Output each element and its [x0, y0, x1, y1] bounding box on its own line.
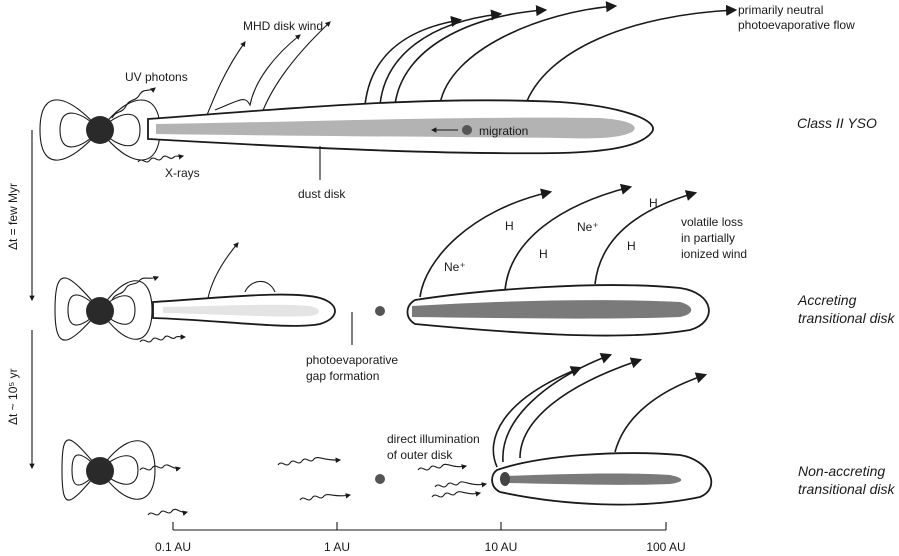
class2-dust-layer — [156, 117, 635, 139]
outer-dust-layer — [412, 300, 692, 319]
star-icon — [86, 457, 114, 485]
gap-planet-icon — [375, 306, 385, 316]
migration-label: migration — [479, 124, 528, 138]
stellar-photon-arrow — [139, 464, 182, 472]
timeline-dt2: Δt ~ 10⁵ yr — [6, 368, 20, 425]
axis-tick-label: 10 AU — [485, 540, 518, 554]
neutral-flow-arrows — [364, 1, 738, 107]
gap-label-2: gap formation — [306, 369, 379, 383]
illum-label-1: direct illumination — [387, 432, 480, 446]
inner-disk-bump — [244, 280, 276, 293]
gap-planet-icon-2 — [375, 474, 385, 484]
axis-tick-label: 1 AU — [324, 540, 350, 554]
timeline: Δt = few Myr Δt ~ 10⁵ yr — [6, 130, 35, 470]
ion-h-1: H — [505, 219, 514, 233]
xrays-label: X-rays — [165, 166, 200, 180]
xray-arrow-2 — [139, 334, 187, 343]
ion-h-4: H — [649, 196, 658, 210]
mhd-wind-label: MHD disk wind — [243, 19, 323, 33]
uv-photons-label: UV photons — [125, 70, 188, 84]
volatile-label-1: volatile loss — [681, 215, 743, 229]
axis-tick-label: 100 AU — [646, 540, 685, 554]
timeline-dt1: Δt = few Myr — [6, 183, 20, 250]
magnetosphere-loops-3 — [61, 439, 156, 501]
ion-ne-2: Ne⁺ — [577, 220, 599, 234]
disk-rim — [500, 472, 510, 486]
stage-nonaccreting-2: transitional disk — [798, 481, 895, 497]
ion-h-3: H — [627, 239, 636, 253]
ion-ne-1: Ne⁺ — [444, 260, 466, 274]
nonaccreting-panel: direct illumination of outer disk Non-ac… — [61, 352, 895, 516]
stage-nonaccreting-1: Non-accreting — [798, 463, 885, 479]
star-icon — [86, 297, 114, 325]
rim-wind-arrows — [492, 352, 708, 468]
free-photon-arrows — [277, 457, 488, 501]
illum-label-2: of outer disk — [387, 448, 453, 462]
volatile-label-2: in partially — [681, 231, 735, 245]
dust-disk-label: dust disk — [298, 187, 346, 201]
inner-wind-arrow — [207, 242, 239, 299]
ionized-wind-arrows — [419, 183, 698, 298]
uv-photon-arrow-2 — [111, 275, 160, 301]
gap-label-1: photoevaporative — [306, 353, 398, 367]
star-icon — [86, 116, 114, 144]
stage-class2: Class II YSO — [797, 115, 877, 131]
magnetosphere-loops-2 — [54, 277, 153, 341]
mhd-wind-arrows — [204, 21, 331, 121]
migrating-planet-icon — [462, 125, 472, 135]
stage-accreting-2: transitional disk — [798, 310, 895, 326]
axis-tick-label: 0.1 AU — [155, 540, 191, 554]
neutral-flow-label-1: primarily neutral — [738, 3, 823, 17]
accreting-panel: photoevaporative gap formation Ne⁺ H H N… — [54, 183, 895, 383]
xray-arrow-3 — [147, 508, 189, 516]
class2-panel: migration dust disk UV photons MHD disk … — [39, 1, 877, 201]
outer-dust-layer-3 — [505, 473, 682, 485]
neutral-flow-label-2: photoevaporative flow — [738, 18, 855, 32]
inner-dust-layer — [163, 304, 319, 317]
uv-photon-arrow — [111, 87, 156, 119]
radial-axis: 0.1 AU 1 AU 10 AU 100 AU — [155, 522, 686, 554]
ion-h-2: H — [539, 247, 548, 261]
stage-accreting-1: Accreting — [797, 292, 857, 308]
volatile-label-3: ionized wind — [681, 247, 747, 261]
xray-arrow — [137, 154, 185, 163]
